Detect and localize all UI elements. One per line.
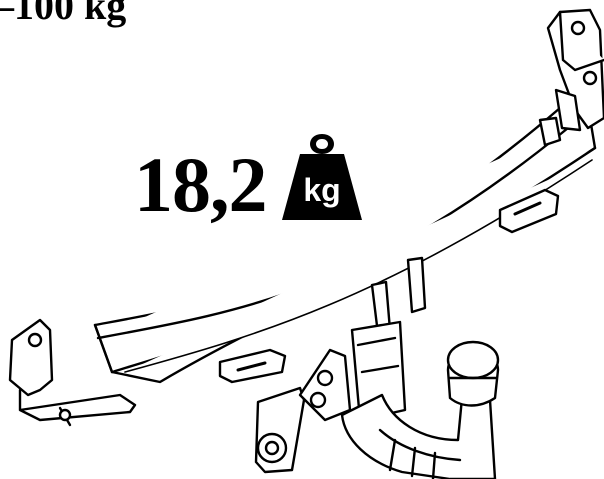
max-load-label: –100 kg — [0, 0, 127, 28]
right-bracket — [540, 10, 604, 145]
socket-plate — [256, 350, 350, 472]
beam-slots — [220, 190, 558, 382]
tow-ball — [342, 342, 498, 479]
weight-value: 18,2 — [134, 141, 267, 228]
weight-unit: kg — [303, 172, 341, 208]
centre-brackets — [352, 258, 425, 420]
left-bracket — [10, 320, 135, 425]
weight-icon — [282, 134, 362, 220]
